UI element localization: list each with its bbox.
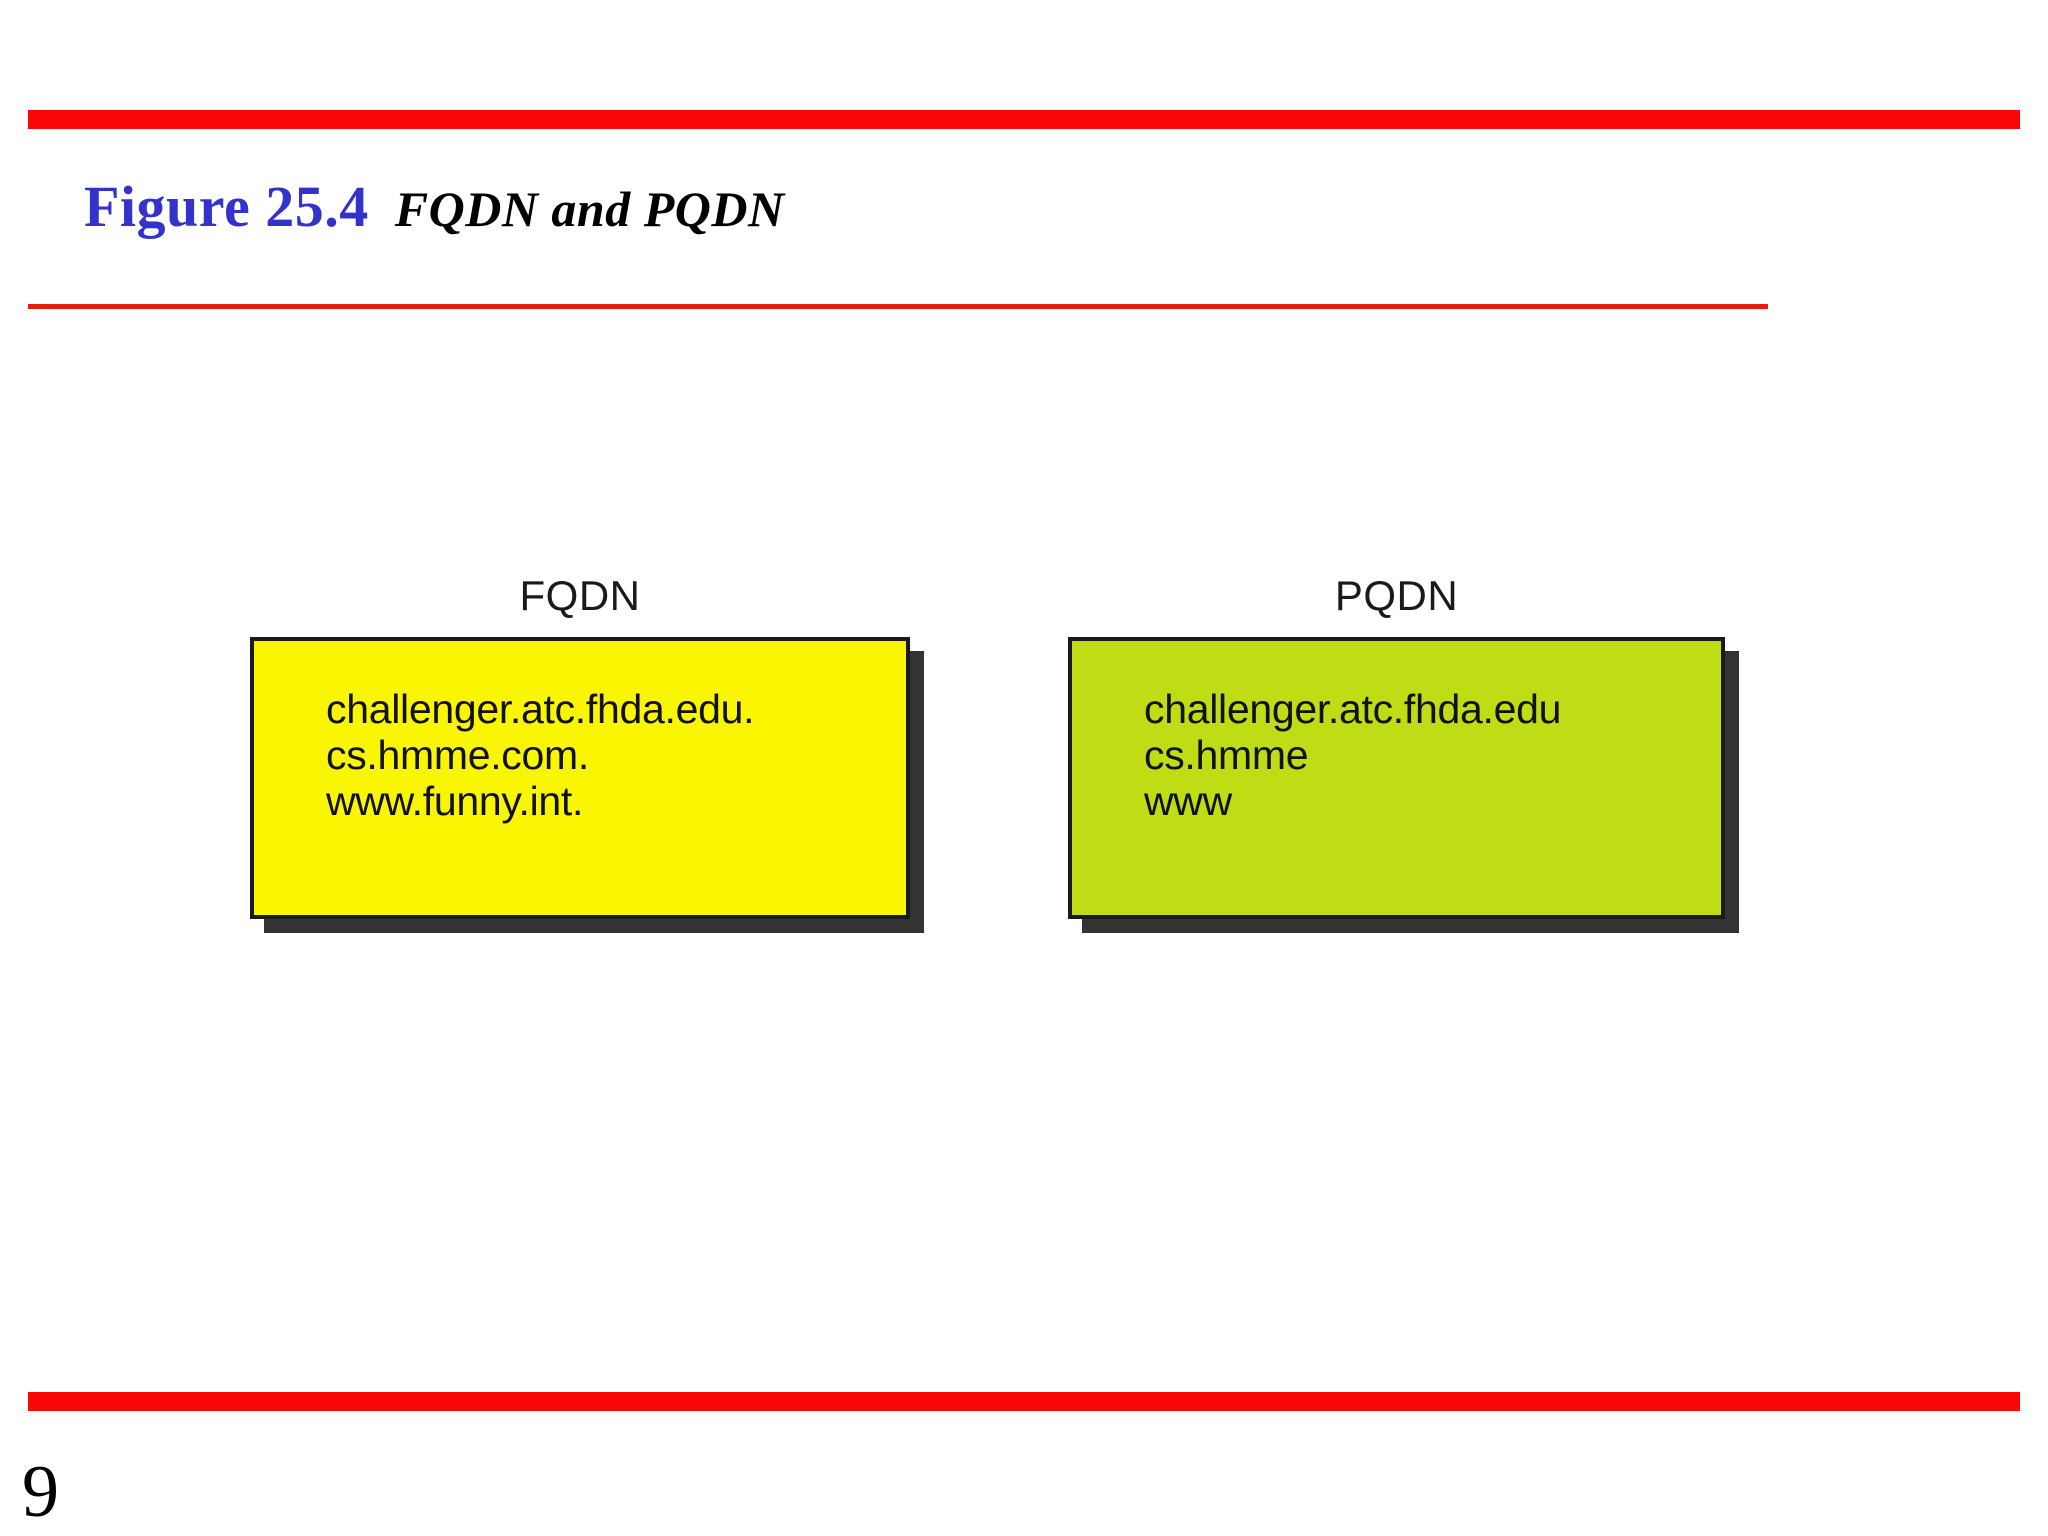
fqdn-box-label: FQDN bbox=[519, 572, 641, 619]
pqdn-box-lines: challenger.atc.fhda.edu cs.hmme www bbox=[1144, 686, 1562, 825]
pqdn-box-group: PQDN challenger.atc.fhda.edu cs.hmme www bbox=[1068, 572, 1739, 933]
fqdn-box-group: FQDN challenger.atc.fhda.edu. cs.hmme.co… bbox=[250, 572, 924, 933]
fqdn-box-lines: challenger.atc.fhda.edu. cs.hmme.com. ww… bbox=[326, 686, 755, 825]
fqdn-box-wrap: challenger.atc.fhda.edu. cs.hmme.com. ww… bbox=[250, 637, 924, 933]
bottom-accent-rule bbox=[28, 1392, 2020, 1411]
pqdn-line-3: www bbox=[1144, 777, 1232, 824]
fqdn-line-3: www.funny.int. bbox=[326, 777, 584, 824]
pqdn-line-1: challenger.atc.fhda.edu bbox=[1144, 686, 1562, 732]
figure-caption: FQDN and PQDN bbox=[394, 181, 785, 237]
title-underline-rule bbox=[28, 304, 1768, 309]
fqdn-box: challenger.atc.fhda.edu. cs.hmme.com. ww… bbox=[250, 637, 910, 919]
pqdn-box-label: PQDN bbox=[1334, 572, 1459, 619]
pqdn-box-wrap: challenger.atc.fhda.edu cs.hmme www bbox=[1068, 637, 1739, 933]
top-accent-rule bbox=[28, 110, 2020, 129]
page-number: 9 bbox=[22, 1451, 59, 1533]
pqdn-line-2: cs.hmme bbox=[1144, 731, 1309, 778]
fqdn-line-1: challenger.atc.fhda.edu. bbox=[326, 686, 755, 732]
figure-number: Figure 25.4 bbox=[84, 174, 369, 239]
fqdn-line-2: cs.hmme.com. bbox=[326, 731, 589, 778]
pqdn-box: challenger.atc.fhda.edu cs.hmme www bbox=[1068, 637, 1725, 919]
